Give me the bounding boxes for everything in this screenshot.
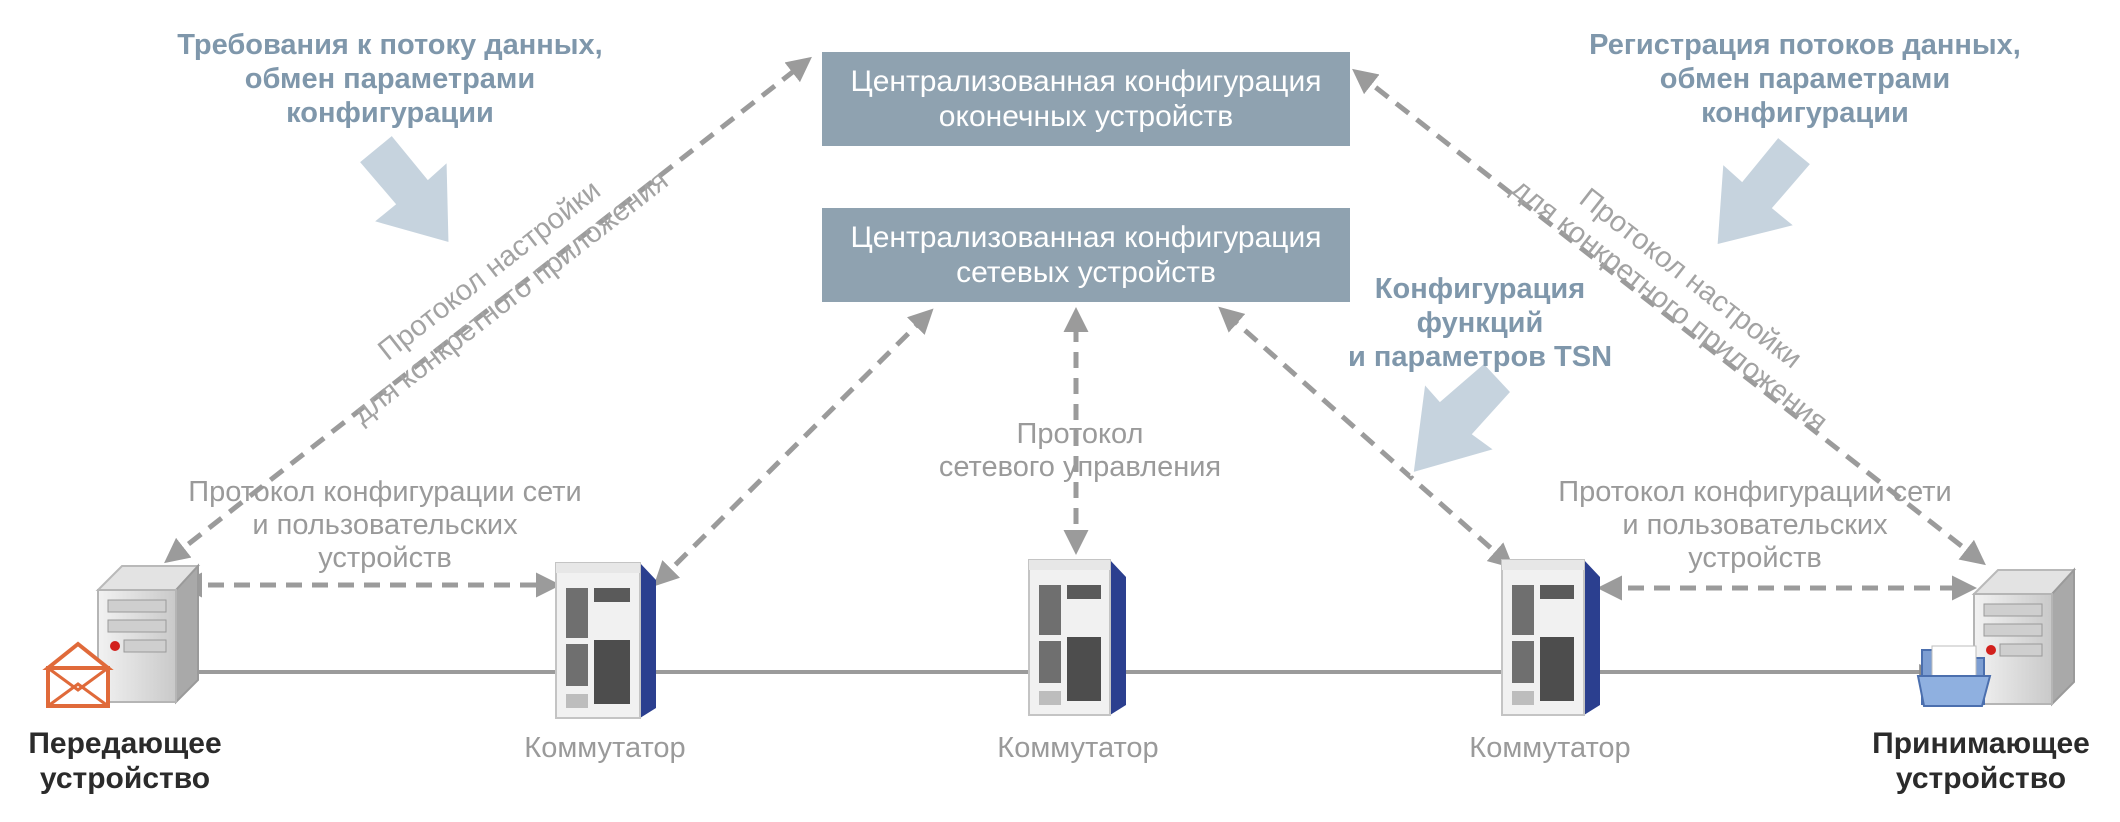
endpoint-config-box: Централизованная конфигурация оконечных … [822,52,1350,146]
arrow-switch3-to-network-config [1218,306,1514,569]
callout-arrow-left [355,131,452,246]
switch-1-icon [555,562,656,719]
arrow-listener-to-endpoint-config [1352,68,1986,566]
switch-1-label: Коммутатор [524,732,686,764]
tsn-config-annotation: Конфигурация функций и параметров TSN [1347,273,1613,373]
talker-label: Передающее устройство [28,727,222,795]
talker-server-icon [95,563,201,705]
network-config-box: Централизованная конфигурация сетевых ус… [822,208,1350,302]
callout-arrow-tsn [1410,359,1515,477]
stream-requirements-annotation: Требования к потоку данных, обмен параме… [177,29,603,129]
arrow-talker-to-endpoint-config [164,56,812,564]
network-mgmt-protocol-label: Протокол сетевого управления [938,418,1222,483]
listener-label: Принимающее устройство [1872,727,2090,795]
folder-icon [1916,645,1992,707]
uni-protocol-right-label: Протокол конфигурации сети и пользовател… [1558,476,1952,574]
listener-server-icon [1971,567,2077,707]
envelope-icon [42,641,114,708]
arrow-switch1-to-network-config [653,308,934,587]
callout-arrow-right [1714,133,1815,248]
uni-protocol-left-label: Протокол конфигурации сети и пользовател… [188,476,582,574]
switch-2-icon [1028,559,1126,716]
switch-2-label: Коммутатор [997,732,1159,764]
switch-3-label: Коммутатор [1469,732,1631,764]
stream-registration-annotation: Регистрация потоков данных, обмен параме… [1589,29,2021,129]
switch-3-icon [1501,559,1600,716]
